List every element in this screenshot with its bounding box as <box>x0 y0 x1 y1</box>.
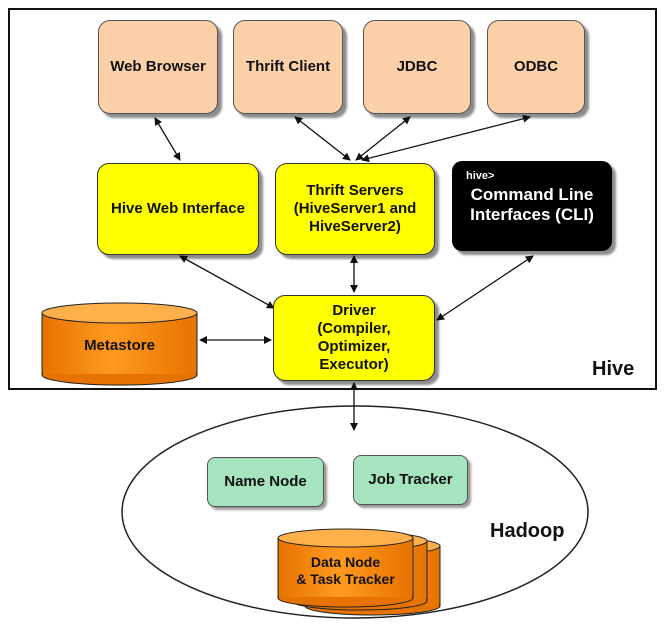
odbc-box: ODBC <box>487 20 585 114</box>
arrow-jdbc-to-thrift-servers <box>355 116 411 161</box>
driver-line2: (Compiler, <box>317 320 391 337</box>
cli-title: Command Line Interfaces (CLI) <box>458 185 606 226</box>
web-browser-box: Web Browser <box>98 20 218 114</box>
data-node-cylinder-front <box>277 528 414 608</box>
thrift-client-label: Thrift Client <box>245 58 331 75</box>
cli-box: hive> Command Line Interfaces (CLI) <box>452 161 612 251</box>
job-tracker-box: Job Tracker <box>353 455 468 505</box>
job-tracker-label: Job Tracker <box>368 471 453 488</box>
arrow-thrift-client-to-thrift-servers <box>294 116 351 161</box>
thrift-servers-line1: Thrift Servers <box>306 182 404 199</box>
thrift-servers-line2: (HiveServer1 and <box>293 200 417 217</box>
driver-box: Driver (Compiler, Optimizer, Executor) <box>273 295 435 381</box>
metastore-label: Metastore <box>84 337 155 354</box>
hive-web-interface-box: Hive Web Interface <box>97 163 259 255</box>
name-node-box: Name Node <box>207 457 324 507</box>
jdbc-box: JDBC <box>363 20 471 114</box>
arrow-cli-to-driver <box>436 255 534 321</box>
cli-line1: Command Line <box>470 185 594 204</box>
hive-web-interface-label: Hive Web Interface <box>111 200 245 217</box>
hive-label: Hive <box>592 358 635 380</box>
arrow-odbc-to-thrift-servers <box>361 114 531 163</box>
data-node-line2: & Task Tracker <box>296 571 395 587</box>
jdbc-label: JDBC <box>396 58 438 75</box>
thrift-client-box: Thrift Client <box>233 20 343 114</box>
web-browser-label: Web Browser <box>110 58 206 75</box>
arrow-web-browser-to-hive-web <box>154 117 181 161</box>
driver-line4: Executor) <box>319 356 389 373</box>
thrift-servers-line3: HiveServer2) <box>309 218 401 235</box>
driver-line1: Driver <box>332 302 376 319</box>
driver-line3: Optimizer, <box>317 338 391 355</box>
arrow-hive-web-to-driver <box>179 255 275 309</box>
cli-line2: Interfaces (CLI) <box>470 205 594 225</box>
odbc-label: ODBC <box>513 58 559 75</box>
thrift-servers-box: Thrift Servers (HiveServer1 and HiveServ… <box>275 163 435 255</box>
data-node-line1: Data Node <box>310 554 381 571</box>
hadoop-label: Hadoop <box>490 520 565 542</box>
metastore-cylinder <box>41 302 198 386</box>
data-node-label: Data Node & Task Tracker <box>278 546 413 596</box>
name-node-label: Name Node <box>224 473 307 490</box>
cli-prompt: hive> <box>466 170 495 182</box>
